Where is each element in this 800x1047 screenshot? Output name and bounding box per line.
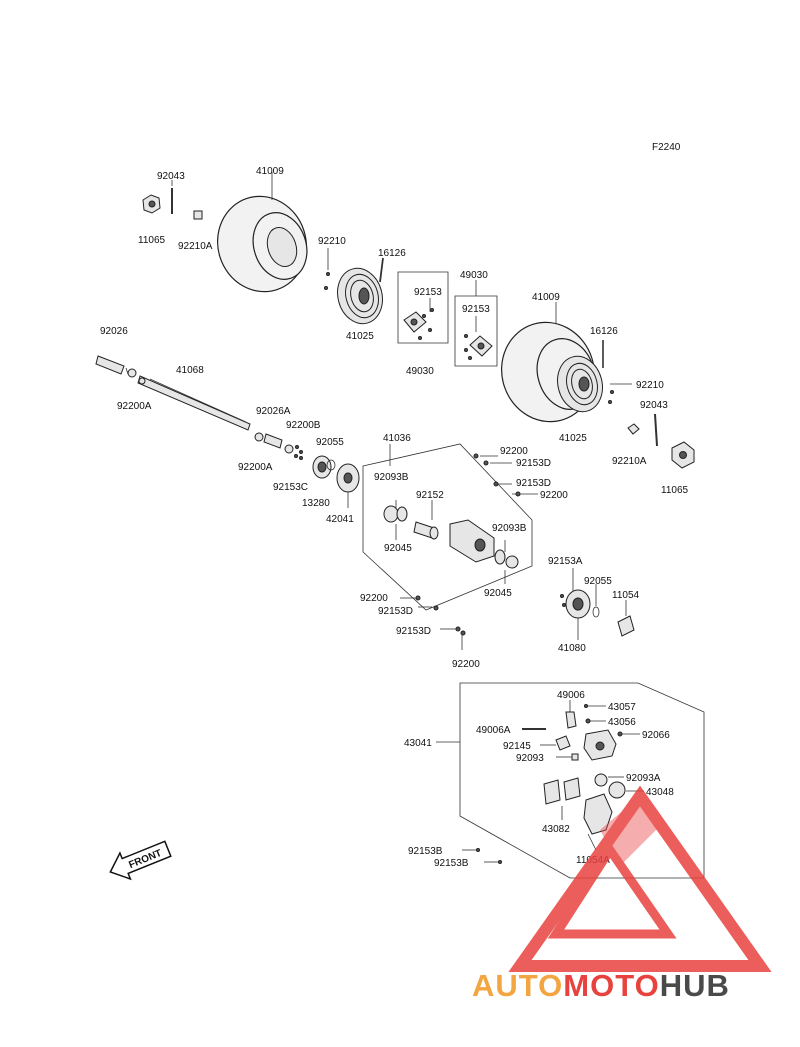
- label-92153D-2: 92153D: [516, 478, 551, 489]
- label-92200A-1: 92200A: [117, 401, 152, 412]
- label-92093A: 92093A: [626, 773, 661, 784]
- label-92210-top: 92210: [318, 236, 346, 247]
- label-41036: 41036: [383, 433, 411, 444]
- label-41080: 41080: [558, 643, 586, 654]
- label-49006A: 49006A: [476, 725, 511, 736]
- pad-43082-b: [563, 777, 581, 801]
- label-92093: 92093: [516, 753, 544, 764]
- watermark-hub: HUB: [660, 968, 730, 1003]
- label-41025-right: 41025: [559, 433, 587, 444]
- label-92153-a: 92153: [414, 287, 442, 298]
- label-92045-2: 92045: [484, 588, 512, 599]
- label-11065-right: 11065: [661, 485, 689, 496]
- label-16126-right: 16126: [590, 326, 618, 337]
- watermark-moto: MOTO: [563, 968, 659, 1003]
- label-92200-1: 92200: [500, 446, 528, 457]
- bearing-92093B-left: [383, 505, 399, 523]
- label-92200-3: 92200: [360, 593, 388, 604]
- axle-nut-11054: [617, 615, 635, 637]
- spacer-92210A-top: [193, 210, 203, 220]
- diagram-code: F2240: [652, 142, 681, 153]
- wheel-rim-41025-top: [337, 267, 383, 325]
- wheel-rim-41025-right: [557, 355, 603, 413]
- label-92153B-2: 92153B: [434, 858, 469, 869]
- pin-49006: [565, 711, 577, 729]
- label-43048: 43048: [646, 787, 674, 798]
- label-92045-1: 92045: [384, 543, 412, 554]
- label-11054: 11054: [612, 590, 640, 601]
- seal-92093A: [594, 773, 608, 787]
- label-92152: 92152: [416, 490, 444, 501]
- label-92026A: 92026A: [256, 406, 291, 417]
- box-49030-left: [397, 271, 449, 344]
- bushing-92026A: [263, 433, 283, 449]
- seal-92093: [571, 753, 579, 761]
- label-92153C: 92153C: [273, 482, 308, 493]
- label-92200-4: 92200: [452, 659, 480, 670]
- label-43082: 43082: [542, 824, 570, 835]
- label-16126-top: 16126: [378, 248, 406, 259]
- label-92043-top: 92043: [157, 171, 185, 182]
- spacer-92210A-right: [627, 423, 640, 435]
- label-92055-b: 92055: [584, 576, 612, 587]
- label-49006: 49006: [557, 690, 585, 701]
- piston-43048: [608, 781, 626, 799]
- label-92200B: 92200B: [286, 420, 321, 431]
- pin-92145: [555, 735, 571, 751]
- label-92055-a: 92055: [316, 437, 344, 448]
- label-41068: 41068: [176, 365, 204, 376]
- label-42041: 42041: [326, 514, 354, 525]
- svg-text:AUTOMOTOHUB: AUTOMOTOHUB: [472, 968, 730, 1003]
- box-43041: [459, 682, 705, 879]
- axle-41068: [95, 355, 251, 431]
- label-92093B-2: 92093B: [492, 523, 527, 534]
- label-92153D-4: 92153D: [396, 626, 431, 637]
- label-92043-right: 92043: [640, 400, 668, 411]
- label-41009-right: 41009: [532, 292, 560, 303]
- front-arrow-icon: FRONT: [109, 840, 172, 881]
- label-41009-top: 41009: [256, 166, 284, 177]
- watermark-auto: AUTO: [472, 968, 563, 1003]
- label-92200A-2: 92200A: [238, 462, 273, 473]
- bracket-11054A: [583, 793, 613, 835]
- carrier-body: [449, 519, 495, 563]
- part-labels: 92043 41009 11065 92210A 92210 16126 490…: [100, 166, 689, 869]
- label-92153-b: 92153: [462, 304, 490, 315]
- label-43041: 43041: [404, 738, 432, 749]
- label-92210A-top: 92210A: [178, 241, 213, 252]
- label-43057: 43057: [608, 702, 636, 713]
- label-92066: 92066: [642, 730, 670, 741]
- label-92145: 92145: [503, 741, 531, 752]
- box-41036: [362, 443, 533, 611]
- label-92153D-1: 92153D: [516, 458, 551, 469]
- bearing-92093B-right: [494, 549, 506, 565]
- label-92153B-1: 92153B: [408, 846, 443, 857]
- box-49030-right: [454, 295, 498, 367]
- watermark-logo: [508, 785, 772, 972]
- label-92153A: 92153A: [548, 556, 583, 567]
- label-13280: 13280: [302, 498, 330, 509]
- label-92026: 92026: [100, 326, 128, 337]
- label-49030-bot: 49030: [406, 366, 434, 377]
- pad-43082-a: [543, 779, 561, 805]
- label-92093B-1: 92093B: [374, 472, 409, 483]
- label-49030-top: 49030: [460, 270, 488, 281]
- label-92153D-3: 92153D: [378, 606, 413, 617]
- watermark-text: AUTOMOTOHUB: [472, 968, 730, 1003]
- label-43056: 43056: [608, 717, 636, 728]
- tire-41009-top: [217, 172, 308, 293]
- label-11065-top: 11065: [138, 235, 166, 246]
- label-92210-right: 92210: [636, 380, 664, 391]
- label-41025-top: 41025: [346, 331, 374, 342]
- label-92210A-right: 92210A: [612, 456, 647, 467]
- label-92200-2: 92200: [540, 490, 568, 501]
